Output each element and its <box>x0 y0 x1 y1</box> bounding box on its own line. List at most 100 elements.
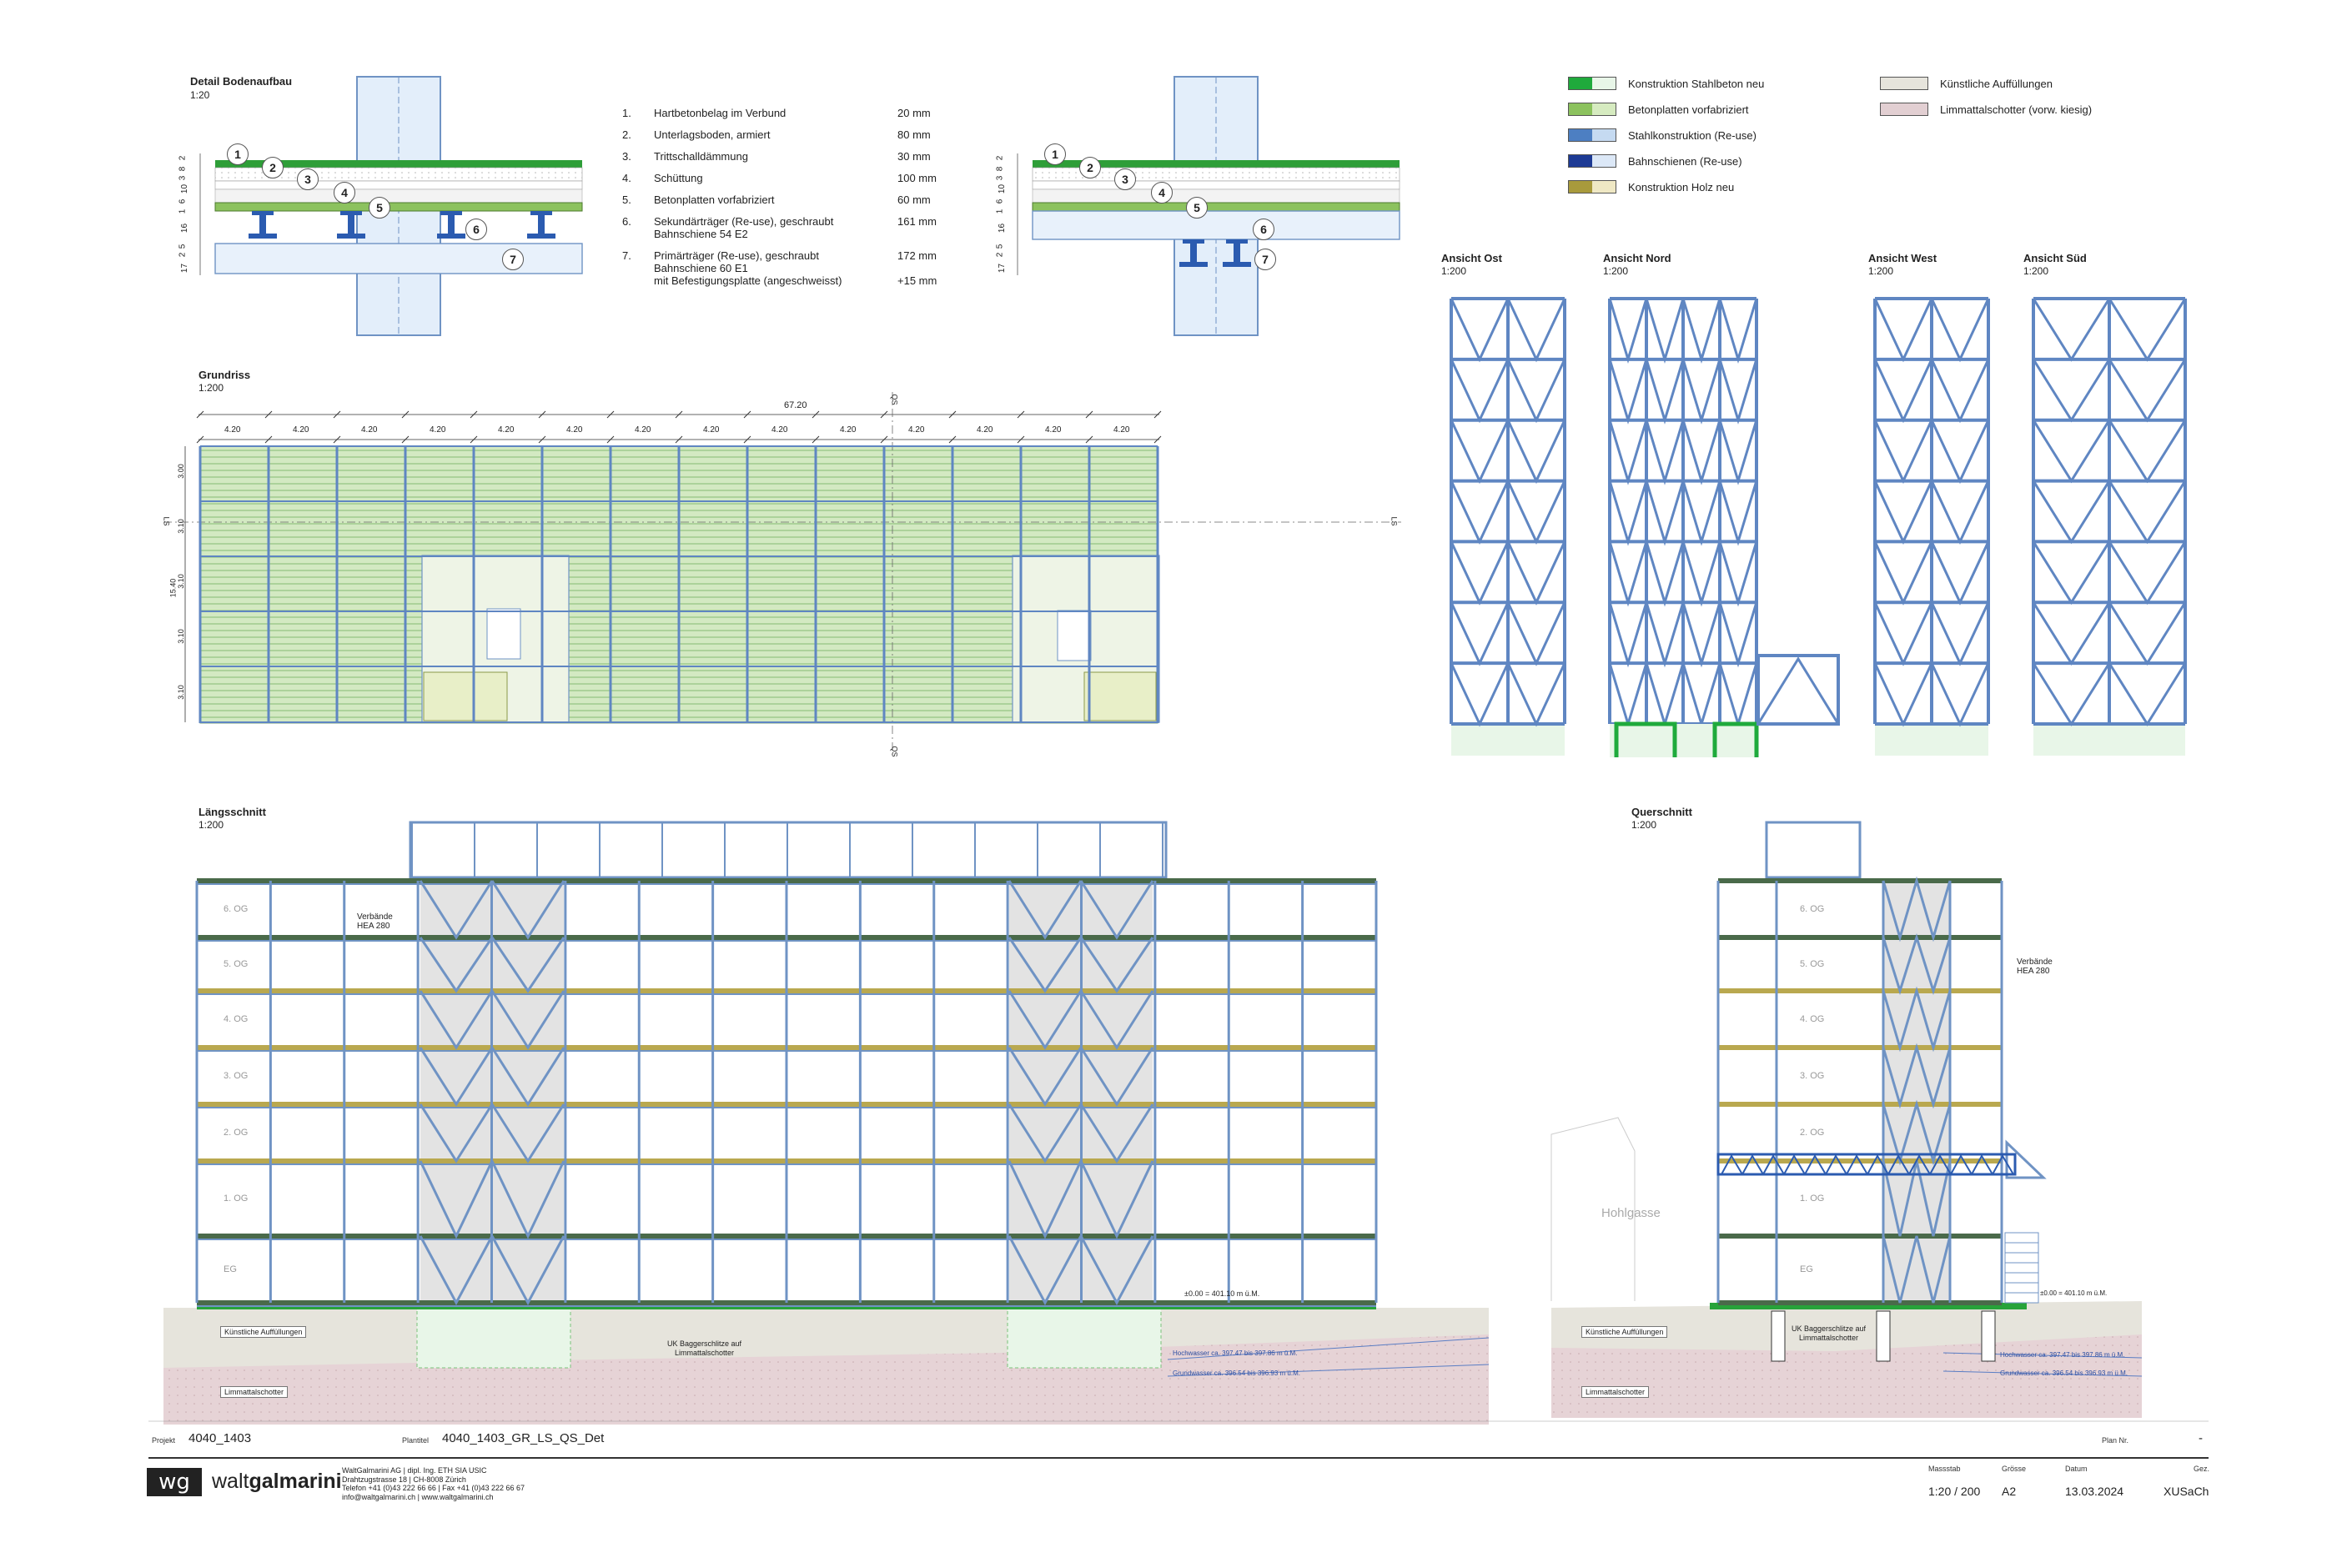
detail-section-right <box>1032 76 1400 336</box>
detail-layer-text: Betonplatten vorfabriziert <box>654 193 775 206</box>
elevation-scale: 1:200 <box>1441 265 1467 277</box>
detail-dim: 2 <box>178 252 188 258</box>
detail-dim: 8 <box>178 166 188 172</box>
legend-entry: Limmattalschotter (vorw. kiesig) <box>1880 103 2092 116</box>
detail-layer-number: 3. <box>622 150 631 163</box>
qs-title: Querschnitt <box>1631 806 1692 818</box>
elevation-scale: 1:200 <box>1603 265 1629 277</box>
ls-floor-label: EG <box>224 1264 237 1274</box>
plan-bay-dimension: 4.20 <box>703 425 720 435</box>
gez-value: XUSaCh <box>2164 1485 2209 1498</box>
plan-vertical-dimension: 3.00 <box>176 464 185 479</box>
plan-bay-dimension: 4.20 <box>293 425 309 435</box>
company-logo-mark: wg <box>147 1468 202 1496</box>
detail-marker: 5 <box>369 197 390 219</box>
legend-label: Künstliche Auffüllungen <box>1940 77 2053 90</box>
detail-marker: 7 <box>502 249 524 270</box>
plan-qs-marker-top: QS <box>890 394 899 405</box>
detail-marker: 1 <box>1044 143 1066 165</box>
legend-label: Betonplatten vorfabriziert <box>1628 103 1749 116</box>
detail-dim: 3 <box>178 175 188 181</box>
plan-total-vertical: 15.40 <box>168 578 178 598</box>
ls-level-label: ±0.00 = 401.10 m ü.M. <box>1184 1289 1260 1298</box>
plan-bay-dimension: 4.20 <box>840 425 857 435</box>
detail-layer-number: 6. <box>622 215 631 228</box>
detail-layer-number: 5. <box>622 193 631 206</box>
plan-bay-dimension: 4.20 <box>771 425 788 435</box>
ls-title: Längsschnitt <box>199 806 266 818</box>
detail-layer-value: 60 mm <box>897 193 931 206</box>
qs-gw-label: Grundwasser ca. 396.54 bis 396.93 m ü.M. <box>2000 1369 2128 1377</box>
plan-bay-dimension: 4.20 <box>224 425 241 435</box>
groesse-value: A2 <box>2002 1485 2017 1498</box>
ls-floor-label: 1. OG <box>224 1194 249 1204</box>
massstab-label: Massstab <box>1928 1465 1961 1473</box>
ls-hw-label: Hochwasser ca. 397.47 bis 397.86 m ü.M. <box>1173 1349 1298 1357</box>
detail-layer-number: 4. <box>622 172 631 184</box>
detail-marker: 6 <box>1253 219 1274 240</box>
datum-value: 13.03.2024 <box>2065 1485 2124 1498</box>
legend-swatch <box>1568 154 1616 168</box>
plan-bay-dimension: 4.20 <box>498 425 515 435</box>
elevation-scale: 1:200 <box>2023 265 2049 277</box>
detail-dim: 6 <box>995 199 1005 204</box>
detail-dim: 1 <box>178 209 188 214</box>
legend-entry: Betonplatten vorfabriziert <box>1568 103 1749 116</box>
detail-layer-text2: Bahnschiene 60 E1 <box>654 262 748 274</box>
detail-layer-text2: Bahnschiene 54 E2 <box>654 228 748 240</box>
detail-layer-text: Sekundärträger (Re-use), geschraubt <box>654 215 834 228</box>
ls-floor-label: 5. OG <box>224 959 249 969</box>
legend-entry: Künstliche Auffüllungen <box>1880 77 2053 90</box>
plan-scale: 1:200 <box>199 382 224 394</box>
legend-swatch <box>1568 77 1616 90</box>
detail-dim: 2 <box>178 155 188 161</box>
plantitel-label: Plantitel <box>402 1436 430 1445</box>
projekt-value: 4040_1403 <box>188 1431 252 1445</box>
legend-label: Limmattalschotter (vorw. kiesig) <box>1940 103 2093 116</box>
ls-gw-label: Grundwasser ca. 396.54 bis 396.93 m ü.M. <box>1173 1369 1300 1377</box>
plannr-value: - <box>2199 1431 2203 1445</box>
legend-swatch <box>1568 180 1616 193</box>
plan-qs-marker-bottom: QS <box>890 746 899 757</box>
ls-gravel-label: Limmattalschotter <box>220 1386 289 1398</box>
detail-layer-value: 100 mm <box>897 172 937 184</box>
projekt-label: Projekt <box>152 1436 176 1445</box>
detail-layer-number: 7. <box>622 249 631 262</box>
ls-floor-label: 2. OG <box>224 1128 249 1138</box>
detail-marker: 2 <box>1079 157 1101 178</box>
ls-floor-label: 4. OG <box>224 1014 249 1024</box>
qs-floor-label: 3. OG <box>1800 1071 1825 1081</box>
massstab-value: 1:20 / 200 <box>1928 1485 1981 1498</box>
cross-section <box>1550 821 2143 1418</box>
legend-label: Konstruktion Holz neu <box>1628 180 1735 193</box>
floor-plan <box>163 392 1401 755</box>
plan-total-dimension: 67.20 <box>784 400 807 410</box>
plan-bay-dimension: 4.20 <box>1045 425 1062 435</box>
plan-bay-dimension: 4.20 <box>361 425 378 435</box>
detail-marker: 4 <box>1151 182 1173 204</box>
detail-dim: 17 <box>180 263 190 274</box>
longitudinal-section <box>163 821 1490 1425</box>
elevation-title: Ansicht West <box>1868 252 1937 264</box>
legend-entry: Stahlkonstruktion (Re-use) <box>1568 128 1756 142</box>
qs-fill-label: Künstliche Auffüllungen <box>1581 1326 1668 1338</box>
qs-floor-label: 5. OG <box>1800 959 1825 969</box>
detail-marker: 3 <box>297 168 319 190</box>
legend-swatch <box>1880 77 1928 90</box>
detail-layer-value: 172 mm <box>897 249 937 262</box>
plan-bay-dimension: 4.20 <box>977 425 993 435</box>
detail-layer-text: Primärträger (Re-use), geschraubt <box>654 249 819 262</box>
elevation-title: Ansicht Ost <box>1441 252 1502 264</box>
detail-dim: 3 <box>995 175 1005 181</box>
plan-ls-marker-right: LS <box>1390 516 1399 526</box>
detail-section-left <box>214 76 583 336</box>
detail-dim: 6 <box>178 199 188 204</box>
detail-dim: 16 <box>180 223 190 234</box>
detail-layer-value: 20 mm <box>897 107 931 119</box>
detail-layer-text3: mit Befestigungsplatte (angeschweisst) <box>654 274 842 287</box>
plan-bay-dimension: 4.20 <box>908 425 925 435</box>
detail-layer-value: 30 mm <box>897 150 931 163</box>
plan-vertical-dimension: 3.10 <box>176 574 185 589</box>
